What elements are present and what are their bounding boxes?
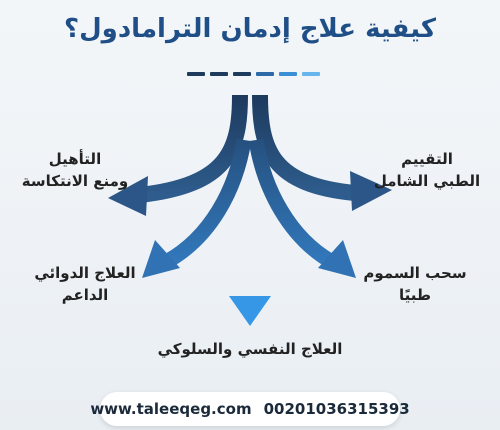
- arrow-mid-right: [248, 138, 356, 278]
- arrow-center: [229, 150, 271, 326]
- arrow-top-right: [252, 94, 392, 211]
- label-rehabilitation: التأهيل ومنع الانتكاسة: [21, 150, 129, 190]
- title-divider: [187, 72, 320, 76]
- website-link[interactable]: www.taleeqeg.com: [90, 400, 252, 418]
- label-medical-assessment: التقييم الطبي الشامل: [373, 150, 481, 190]
- label-psychotherapy: العلاج النفسي والسلوكي: [157, 340, 343, 358]
- arrow-mid-left: [142, 138, 252, 278]
- label-detox: سحب السموم طبيًا: [363, 264, 467, 304]
- label-drug-therapy: العلاج الدوائي الداعم: [34, 264, 136, 304]
- page-title: كيفية علاج إدمان الترامادول؟: [64, 14, 436, 44]
- arrow-top-left: [108, 94, 248, 216]
- phone-number[interactable]: 00201036315393: [263, 400, 410, 418]
- contact-footer: www.taleeqeg.com 00201036315393: [90, 392, 410, 426]
